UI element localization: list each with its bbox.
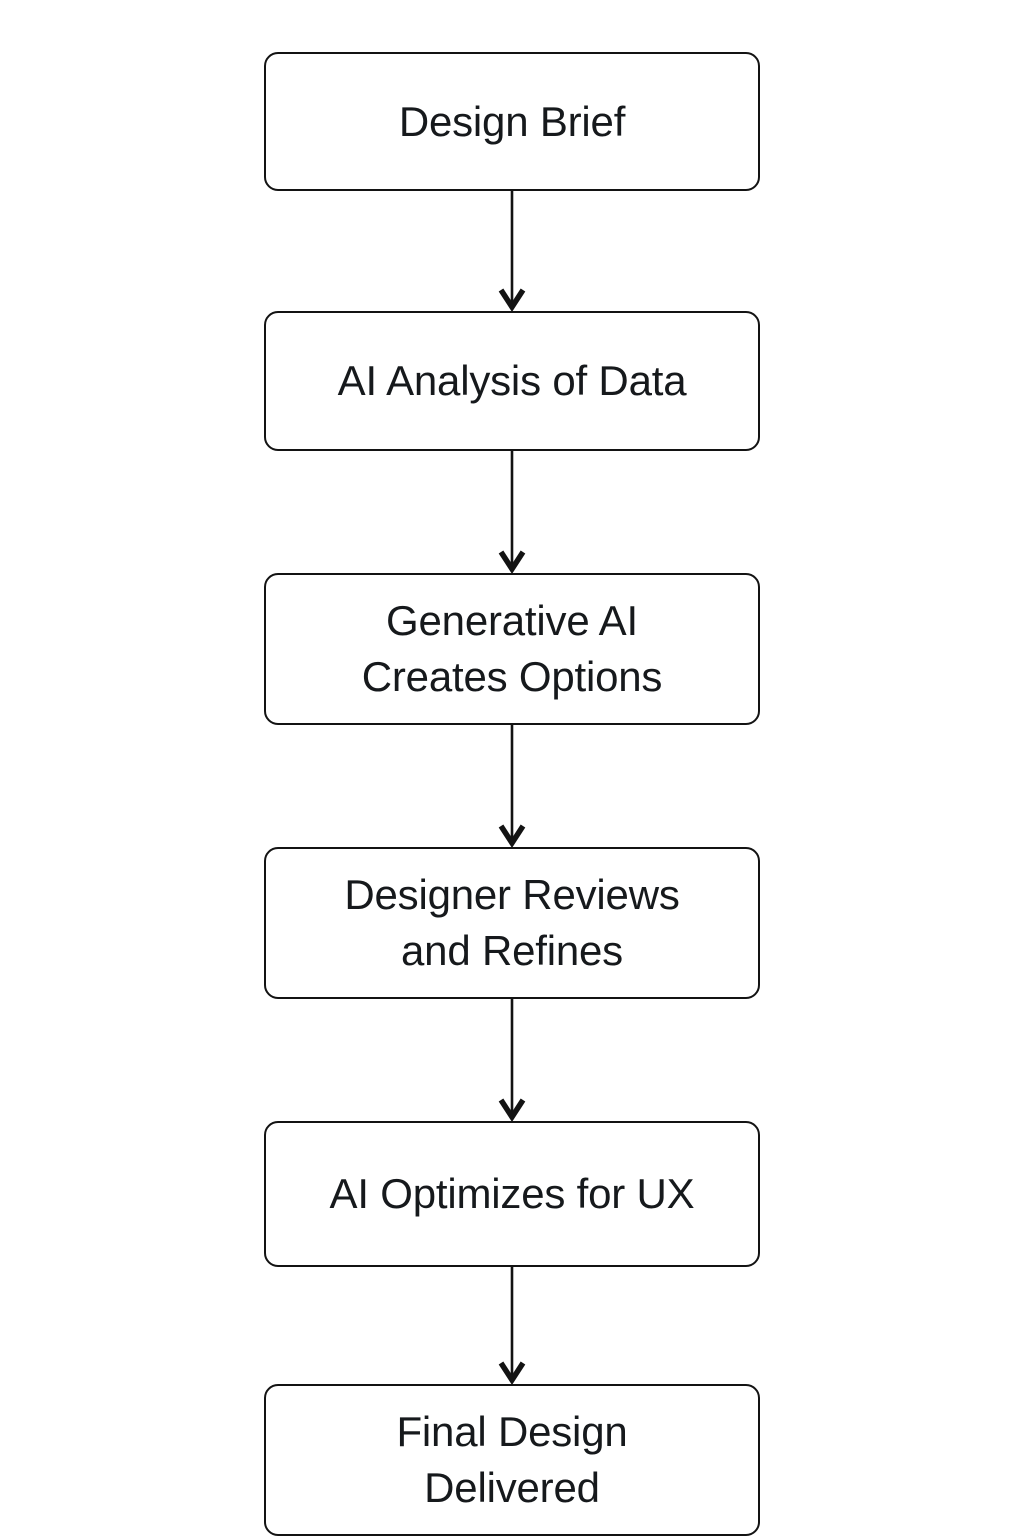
flow-node-generative-ai-options[interactable]: Generative AI Creates Options — [264, 572, 760, 725]
flow-node-label: AI Analysis of Data — [337, 356, 687, 404]
flow-edge-ai-optimizes-ux-to-final-design — [492, 1266, 532, 1385]
arrow-down-icon — [498, 999, 526, 1123]
flow-node-label: AI Optimizes for UX — [329, 1170, 695, 1218]
flow-edge-ai-analysis-of-data-to-generative-ai-options — [492, 450, 532, 574]
flow-node-design-brief[interactable]: Design Brief — [264, 51, 760, 192]
flow-edge-designer-reviews-to-ai-optimizes-ux — [492, 999, 532, 1123]
flow-node-label: Final Design Delivered — [396, 1407, 628, 1511]
arrow-down-icon — [498, 191, 526, 313]
flow-node-label: Generative AI Creates Options — [361, 596, 663, 700]
arrow-down-icon — [498, 450, 526, 574]
flow-node-ai-analysis-of-data[interactable]: AI Analysis of Data — [264, 311, 760, 451]
flow-edge-design-brief-to-ai-analysis-of-data — [492, 191, 532, 313]
arrow-down-icon — [498, 1266, 526, 1385]
arrow-down-icon — [498, 724, 526, 848]
flow-node-final-design[interactable]: Final Design Delivered — [264, 1383, 760, 1536]
flow-node-label: Designer Reviews and Refines — [344, 871, 680, 975]
flow-node-label: Design Brief — [398, 97, 626, 145]
flow-edge-generative-ai-options-to-designer-reviews — [492, 724, 532, 848]
flow-node-designer-reviews[interactable]: Designer Reviews and Refines — [264, 846, 760, 1000]
flow-node-ai-optimizes-ux[interactable]: AI Optimizes for UX — [264, 1121, 760, 1267]
